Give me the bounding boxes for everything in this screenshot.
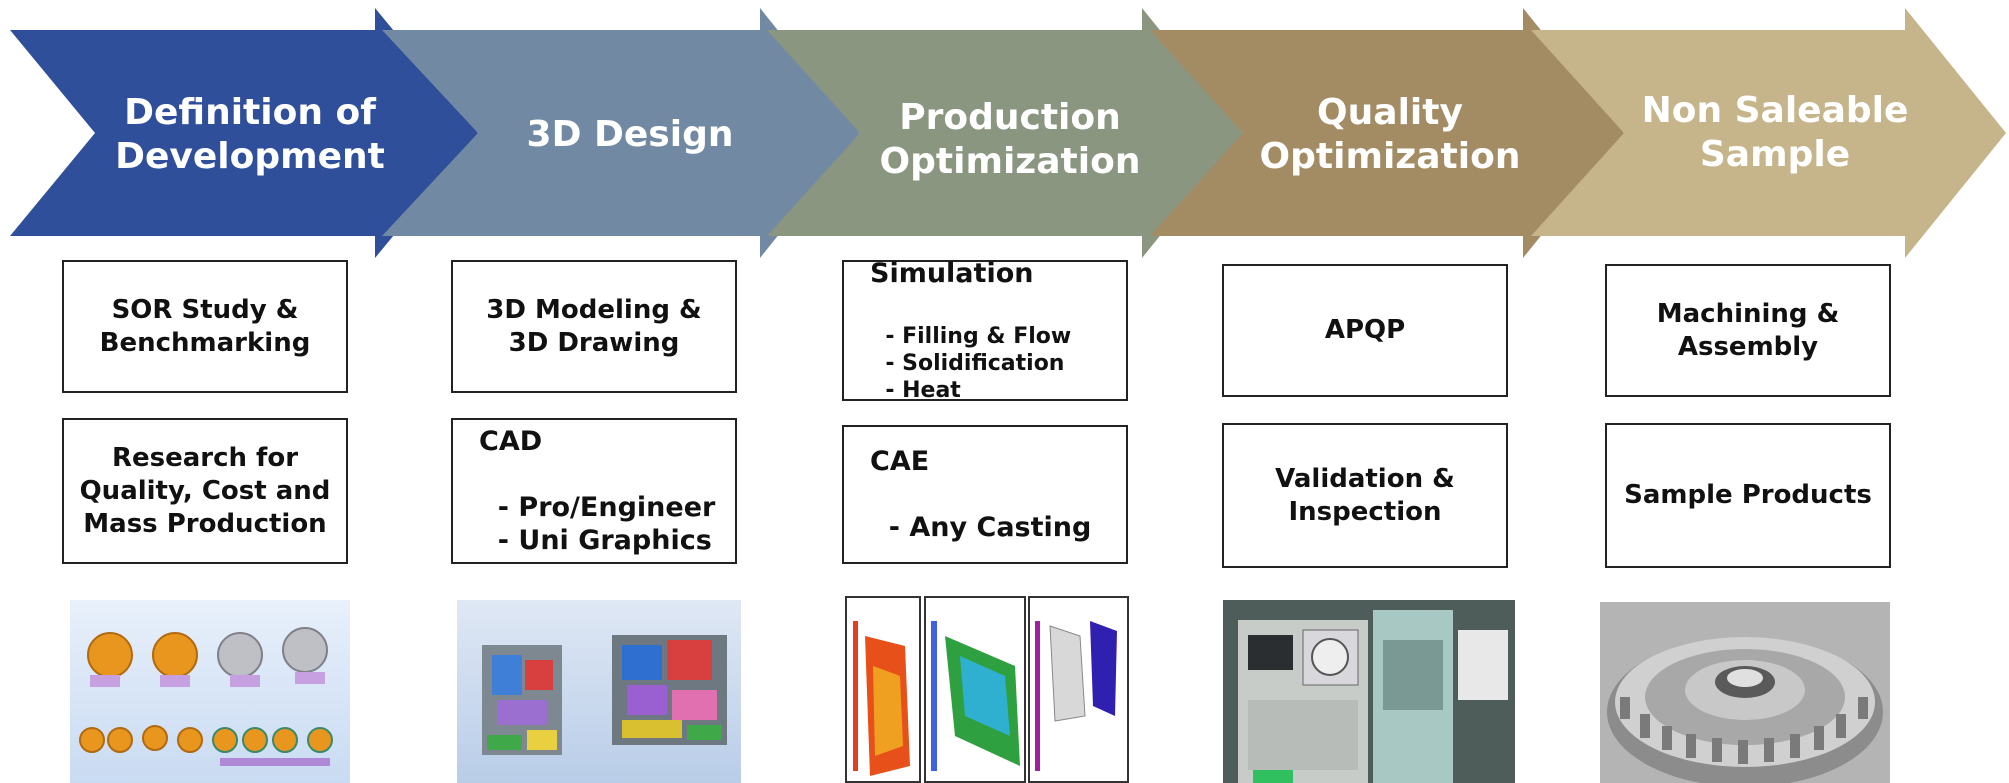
box-cae: CAE - Any Casting: [842, 425, 1128, 564]
inspection-machine-image: [1223, 600, 1515, 783]
box-machining: Machining & Assembly: [1605, 264, 1891, 397]
box-apqp: APQP: [1222, 264, 1508, 397]
box-3d-modeling: 3D Modeling & 3D Drawing: [451, 260, 737, 393]
chevron-stage-3: [767, 8, 1243, 258]
stage-label-quality: Quality Optimization: [1259, 92, 1521, 177]
simulation-items: - Filling & Flow - Solidification - Heat: [885, 324, 1072, 403]
die-casting-parts-image: [70, 600, 350, 783]
box-cad: CAD - Pro/Engineer - Uni Graphics: [451, 418, 737, 564]
box-sample-products: Sample Products: [1605, 423, 1891, 568]
cae-items: - Any Casting: [870, 512, 1092, 543]
simulation-title: Simulation: [870, 258, 1034, 289]
chevron-stage-5: [1531, 8, 2006, 258]
box-simulation: Simulation - Filling & Flow - Solidifica…: [842, 258, 1128, 403]
casting-simulation-image: [845, 596, 1129, 783]
machined-sample-image: [1600, 602, 1890, 783]
stage-label-3d-design: 3D Design: [526, 114, 734, 155]
box-validation: Validation & Inspection: [1222, 423, 1508, 568]
box-research: Research for Quality, Cost and Mass Prod…: [62, 418, 348, 564]
cae-title: CAE: [870, 446, 930, 477]
stage-label-sample: Non Saleable Sample: [1641, 90, 1909, 175]
box-sor-study: SOR Study & Benchmarking: [62, 260, 348, 393]
process-flow: [10, 8, 2006, 258]
chevron-stage-4: [1150, 8, 1624, 258]
stage-label-production: Production Optimization: [879, 97, 1141, 182]
chevron-stage-2: [382, 8, 860, 258]
mold-assembly-image: [457, 600, 741, 783]
stage-label-definition: Definition of Development: [115, 92, 385, 177]
cad-items: - Pro/Engineer - Uni Graphics: [497, 492, 716, 556]
chevron-stage-1: [10, 8, 478, 258]
cad-title: CAD: [479, 426, 543, 457]
